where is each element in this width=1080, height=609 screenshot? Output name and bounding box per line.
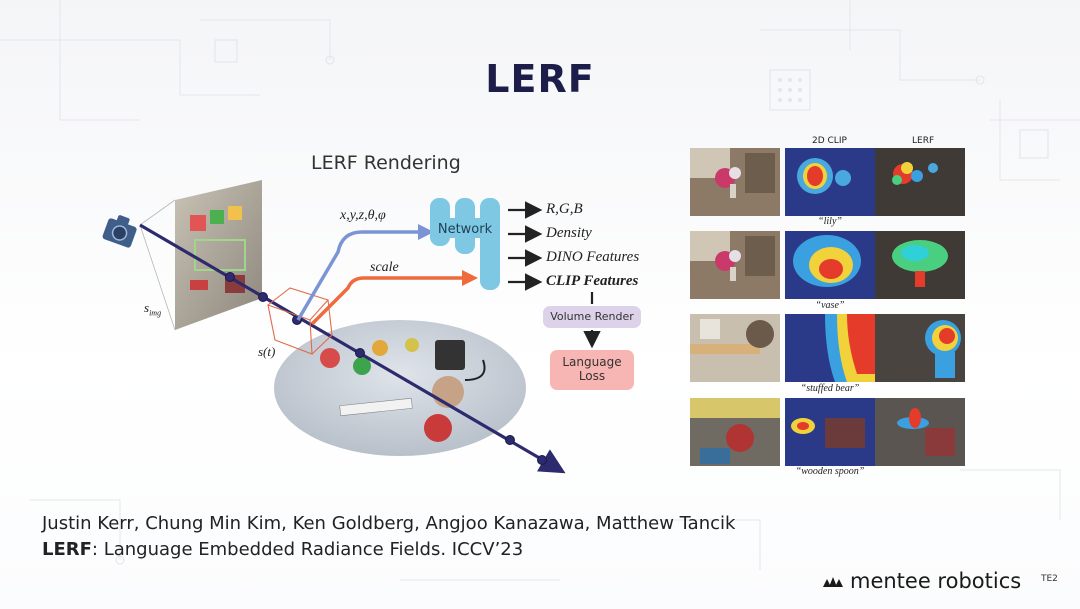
col-header-lerf: LERF	[912, 136, 935, 146]
image-plane	[175, 180, 262, 330]
brand-logo: mentee robotics	[822, 569, 1021, 593]
mentee-logo-icon	[823, 577, 843, 587]
caption-stuffed-bear: “stuffed bear”	[800, 383, 860, 394]
camera-ray	[139, 223, 566, 474]
figure-diagram	[102, 180, 601, 474]
citation-paper: LERF: Language Embedded Radiance Fields.…	[42, 539, 524, 560]
input-label: x,y,z,θ,φ	[340, 208, 386, 223]
frustum-cube	[266, 287, 333, 355]
result-heatmap	[875, 231, 965, 299]
volume-render-box: Volume Render	[543, 306, 641, 328]
output-dino: DINO Features	[546, 249, 640, 265]
result-heatmap	[785, 314, 875, 382]
result-heatmap	[875, 148, 965, 216]
result-image	[690, 148, 780, 216]
result-heatmap	[875, 398, 965, 466]
input-arrow	[296, 230, 420, 321]
result-image	[690, 231, 780, 299]
s-img-label: simg	[144, 300, 162, 318]
lerf-rendering-figure: LERF Rendering	[100, 140, 660, 480]
result-heatmap	[785, 398, 875, 466]
brand-tag: TE2	[1041, 574, 1058, 584]
brand-name: mentee robotics	[850, 569, 1022, 593]
result-heatmap	[785, 148, 875, 216]
result-image	[690, 398, 780, 466]
result-heatmap	[785, 231, 875, 299]
language-loss-box: Language Loss	[550, 350, 634, 390]
camera-icon	[102, 215, 137, 248]
citation: Justin Kerr, Chung Min Kim, Ken Goldberg…	[42, 511, 735, 563]
table-scene	[274, 320, 526, 456]
result-heatmap	[875, 314, 965, 382]
slide-title: LERF	[485, 57, 595, 101]
output-rgb: R,G,B	[546, 201, 583, 217]
result-image	[690, 314, 780, 382]
network-block	[430, 198, 500, 290]
citation-authors: Justin Kerr, Chung Min Kim, Ken Goldberg…	[42, 513, 736, 534]
scale-arrow	[310, 276, 464, 326]
col-header-2d-clip: 2D CLIP	[812, 136, 847, 146]
output-clip: CLIP Features	[546, 273, 639, 289]
scale-label: scale	[370, 260, 399, 275]
figure-heading: LERF Rendering	[311, 152, 461, 174]
network-label: Network	[437, 222, 493, 237]
caption-lily: “lily”	[818, 216, 842, 227]
results-grid: 2D CLIP LERF “lily” “vase”	[690, 136, 970, 477]
output-density: Density	[546, 225, 592, 241]
caption-vase: “vase”	[815, 300, 845, 311]
caption-wooden-spoon: “wooden spoon”	[795, 466, 865, 477]
s-t-label: s(t)	[258, 344, 276, 359]
